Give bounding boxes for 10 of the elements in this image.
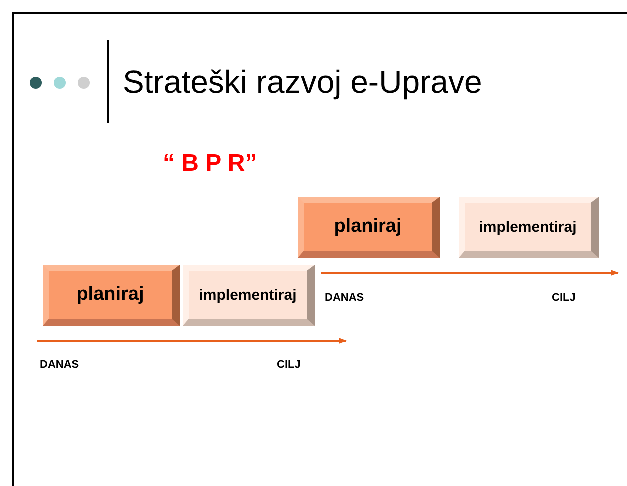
step-box: implementiraj xyxy=(459,197,599,258)
timeline-label: DANAS xyxy=(325,292,364,304)
timeline-label: DANAS xyxy=(40,359,80,371)
subtitle: “ B P R” xyxy=(163,150,258,178)
step-box: implementiraj xyxy=(183,265,315,326)
step-box: planiraj xyxy=(298,197,440,258)
timeline-label: CILJ xyxy=(277,359,301,371)
timeline-label: CILJ xyxy=(552,292,576,304)
slide-title: Strateški razvoj e-Uprave xyxy=(123,64,482,101)
step-box: planiraj xyxy=(43,265,180,326)
